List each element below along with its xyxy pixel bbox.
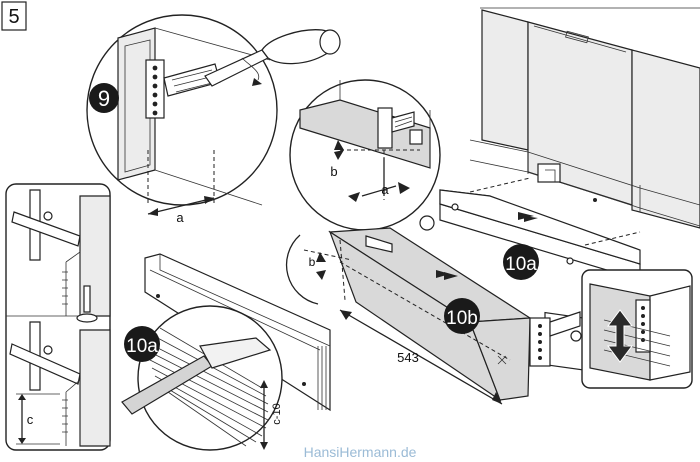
- dimension-a-top: a: [176, 210, 184, 225]
- step-number-badge: 5: [1, 1, 27, 31]
- callout-10a-left: 10a: [124, 326, 160, 362]
- plinth-panel-front: [328, 227, 532, 405]
- dimension-b-lower: b: [309, 255, 316, 269]
- detail-circle-mid: [289, 79, 441, 231]
- callout-10a-right-label: 10a: [505, 254, 537, 275]
- mounting-clip: [529, 311, 582, 367]
- dimension-c: c: [27, 412, 34, 427]
- detail-circle-10a-left: [121, 305, 283, 451]
- watermark: HansiHermann.de: [304, 444, 417, 460]
- dimension-c-minus-10: c-10: [271, 403, 283, 424]
- dimension-543: 543: [397, 350, 419, 365]
- step-number: 5: [8, 6, 19, 28]
- callout-10a-right: 10a: [503, 244, 539, 280]
- kitchen-cabinets: [469, 7, 700, 229]
- callout-10b-label: 10b: [446, 308, 478, 329]
- detail-circle-b: [285, 234, 353, 305]
- callout-9-label: 9: [98, 86, 110, 111]
- detail-box-clip-adjust: [581, 269, 693, 389]
- dimension-b-mid: b: [330, 164, 337, 179]
- callout-10b: 10b: [444, 298, 480, 334]
- dimension-a-mid: a: [381, 182, 389, 197]
- callout-10a-left-label: 10a: [126, 336, 158, 357]
- detail-box-leg-height: [5, 183, 111, 451]
- callout-9: 9: [89, 83, 119, 113]
- detail-circle-9: [86, 14, 341, 216]
